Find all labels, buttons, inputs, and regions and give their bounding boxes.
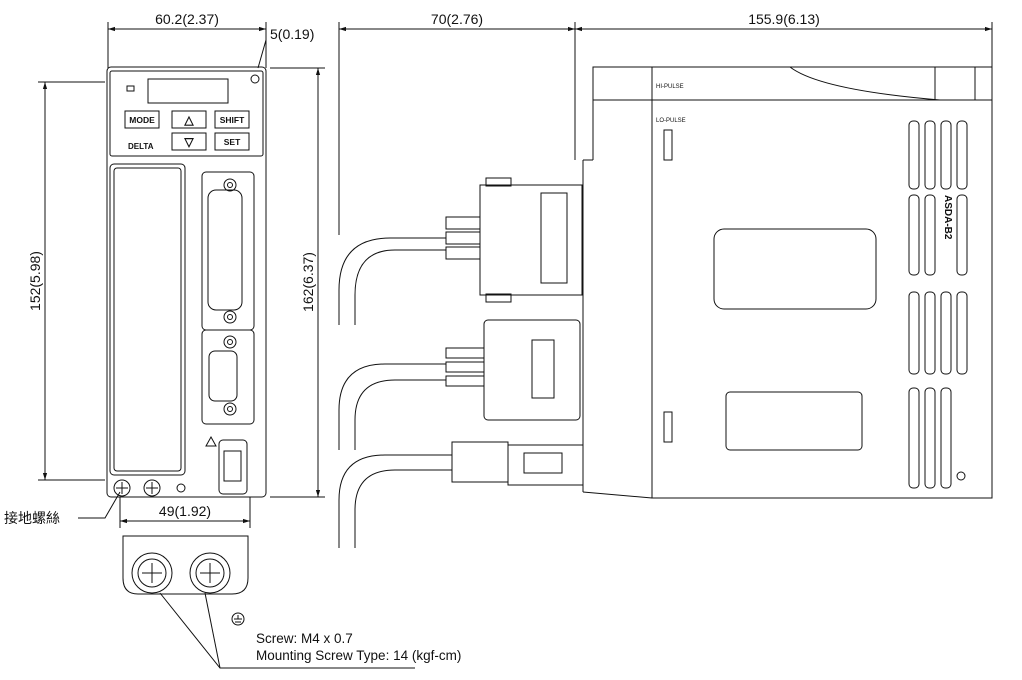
dim-bottom-width: 49(1.92) [159, 503, 211, 519]
cable-connector-2 [338, 319, 581, 450]
hi-pulse-label: HI-PULSE [656, 84, 684, 90]
dim-height-162: 162(6.37) [300, 252, 316, 312]
shift-button [214, 110, 250, 129]
model-label: ASDA-B2 [942, 195, 953, 240]
front-view [38, 22, 325, 528]
display-panel [109, 70, 264, 157]
dim-height-152: 152(5.98) [27, 251, 43, 311]
set-button [214, 132, 250, 151]
front-chassis [106, 66, 267, 498]
up-button-label: △ [183, 113, 194, 127]
ground-symbol-icon [231, 612, 245, 626]
lo-pulse-label: LO-PULSE [656, 118, 686, 124]
ground-screws [113, 479, 186, 497]
shift-button-label: SHIFT [220, 115, 245, 125]
cable-connector-1 [338, 177, 583, 325]
mount-hole-top [250, 74, 260, 84]
dim-corner-offset: 5(0.19) [270, 26, 314, 42]
side-view [338, 22, 993, 548]
mounting-spec-text: Mounting Screw Type: 14 (kgf-cm) [256, 648, 461, 663]
left-cover [109, 163, 186, 476]
cn3-connector [218, 439, 248, 495]
side-vents [908, 120, 968, 489]
cn2-connector [201, 329, 255, 425]
mode-button [124, 110, 160, 129]
detail-screw-1 [131, 552, 173, 594]
dim-front-width: 60.2(2.37) [155, 11, 219, 27]
set-button-label: SET [224, 137, 241, 147]
side-body [651, 99, 993, 499]
side-window-bottom [725, 391, 863, 451]
screw-spec-text: Screw: M4 x 0.7 [256, 631, 353, 646]
cable-connector-3 [338, 441, 584, 548]
down-button-label: ▽ [183, 135, 194, 149]
led-display [147, 78, 229, 104]
dim-body-depth: 155.9(6.13) [748, 11, 820, 27]
side-window-top [713, 228, 877, 310]
detail-view [122, 535, 415, 669]
detail-screw-2 [189, 552, 231, 594]
up-button [171, 110, 207, 129]
delta-logo: DELTA [128, 142, 154, 151]
dim-connector-depth: 70(2.76) [431, 11, 483, 27]
ground-screw-label: 接地螺絲 [4, 510, 60, 527]
mode-button-label: MODE [129, 115, 155, 125]
down-button [171, 132, 207, 151]
